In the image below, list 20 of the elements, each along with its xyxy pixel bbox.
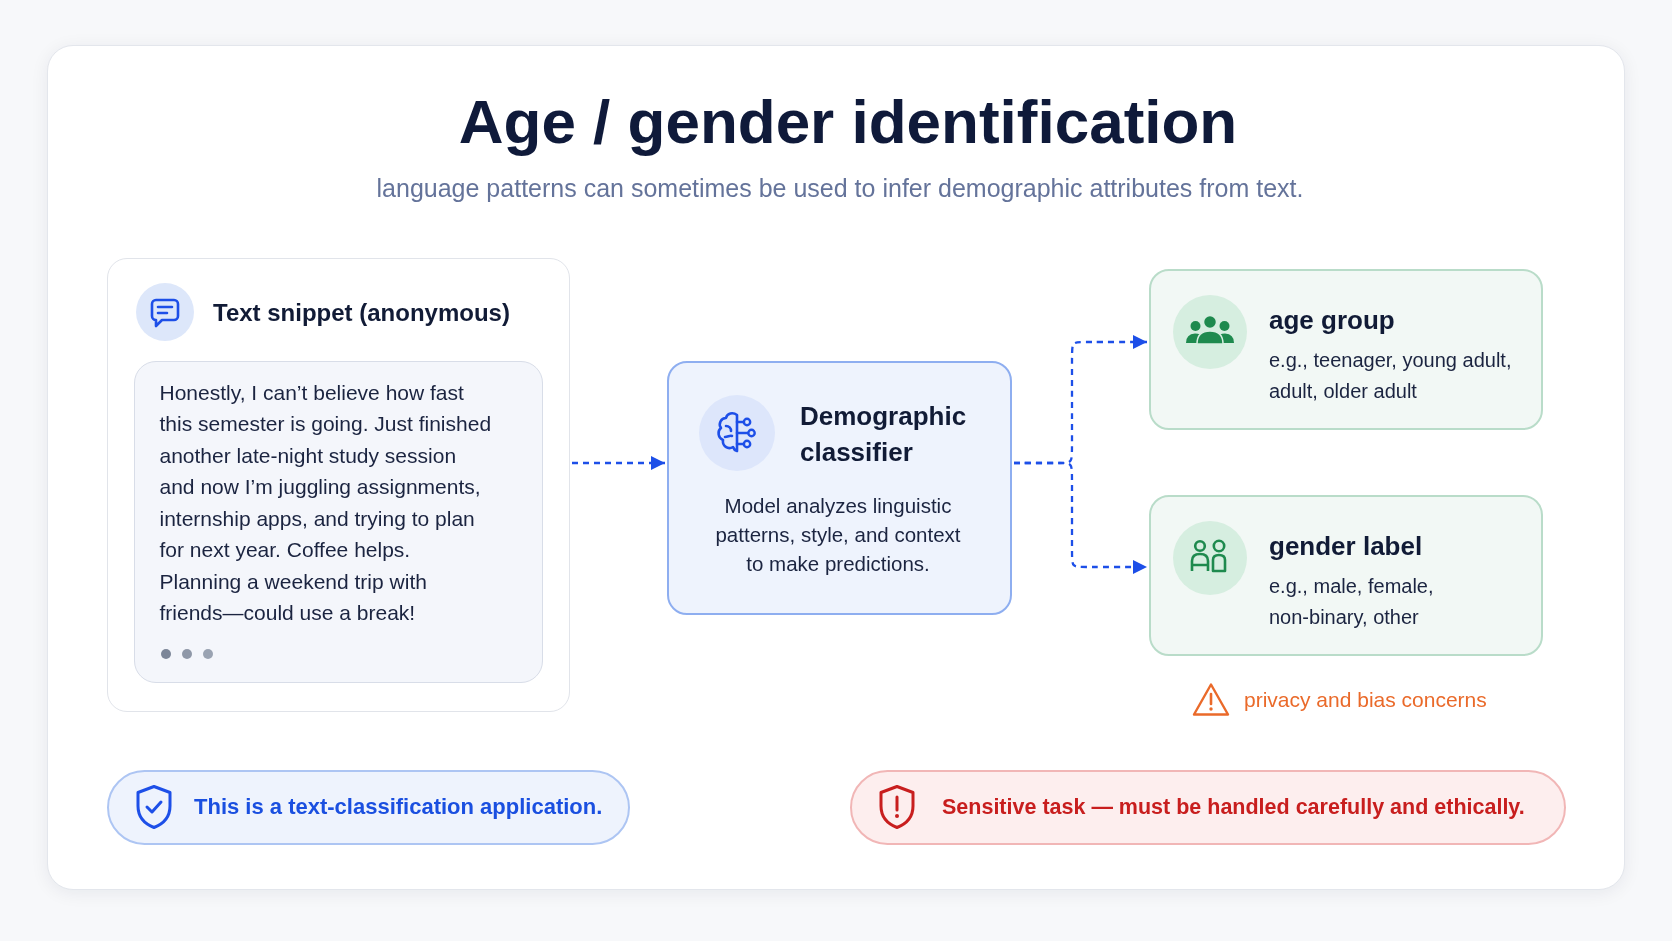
card-heading: Demographic classifier — [800, 400, 968, 469]
output-card — [1149, 495, 1543, 656]
snippet-text: Honestly, I can’t believe how fast this semester is going. Just finished another late-night study session and now I’m juggling assignments, internship apps, and trying to plan for next year. Coffee helps. Planning a weekend trip with friends—could use a break! — [159, 379, 493, 626]
card-description: e.g., teenager, young adult, adult, older adult — [1269, 348, 1513, 404]
quote-panel — [133, 360, 543, 683]
banner-text: This is a text-classification application. — [194, 793, 603, 821]
banner-text: Sensitive task — must be handled carefully and ethically. — [942, 794, 1525, 821]
card-description: e.g., male, female, non-binary, other — [1269, 574, 1435, 630]
warning-note: privacy and bias concerns — [1244, 687, 1487, 713]
snippet-card — [107, 258, 570, 712]
output-card — [1149, 269, 1543, 430]
subtitle-text: language patterns can sometimes be used to infer demographic attributes from text. — [376, 173, 1304, 204]
classifier-card — [667, 361, 1012, 615]
dashed-arrow — [572, 456, 665, 470]
card-heading: gender label — [1269, 530, 1423, 562]
card-description: Model analyzes linguistic patterns, style, and context to make predictions. — [714, 493, 962, 577]
diagram-title: Age / gender identification — [458, 86, 1238, 158]
card-heading: age group — [1269, 304, 1395, 336]
dashed-arrow — [1014, 461, 1147, 574]
card-heading: Text snippet (anonymous) — [213, 298, 510, 328]
